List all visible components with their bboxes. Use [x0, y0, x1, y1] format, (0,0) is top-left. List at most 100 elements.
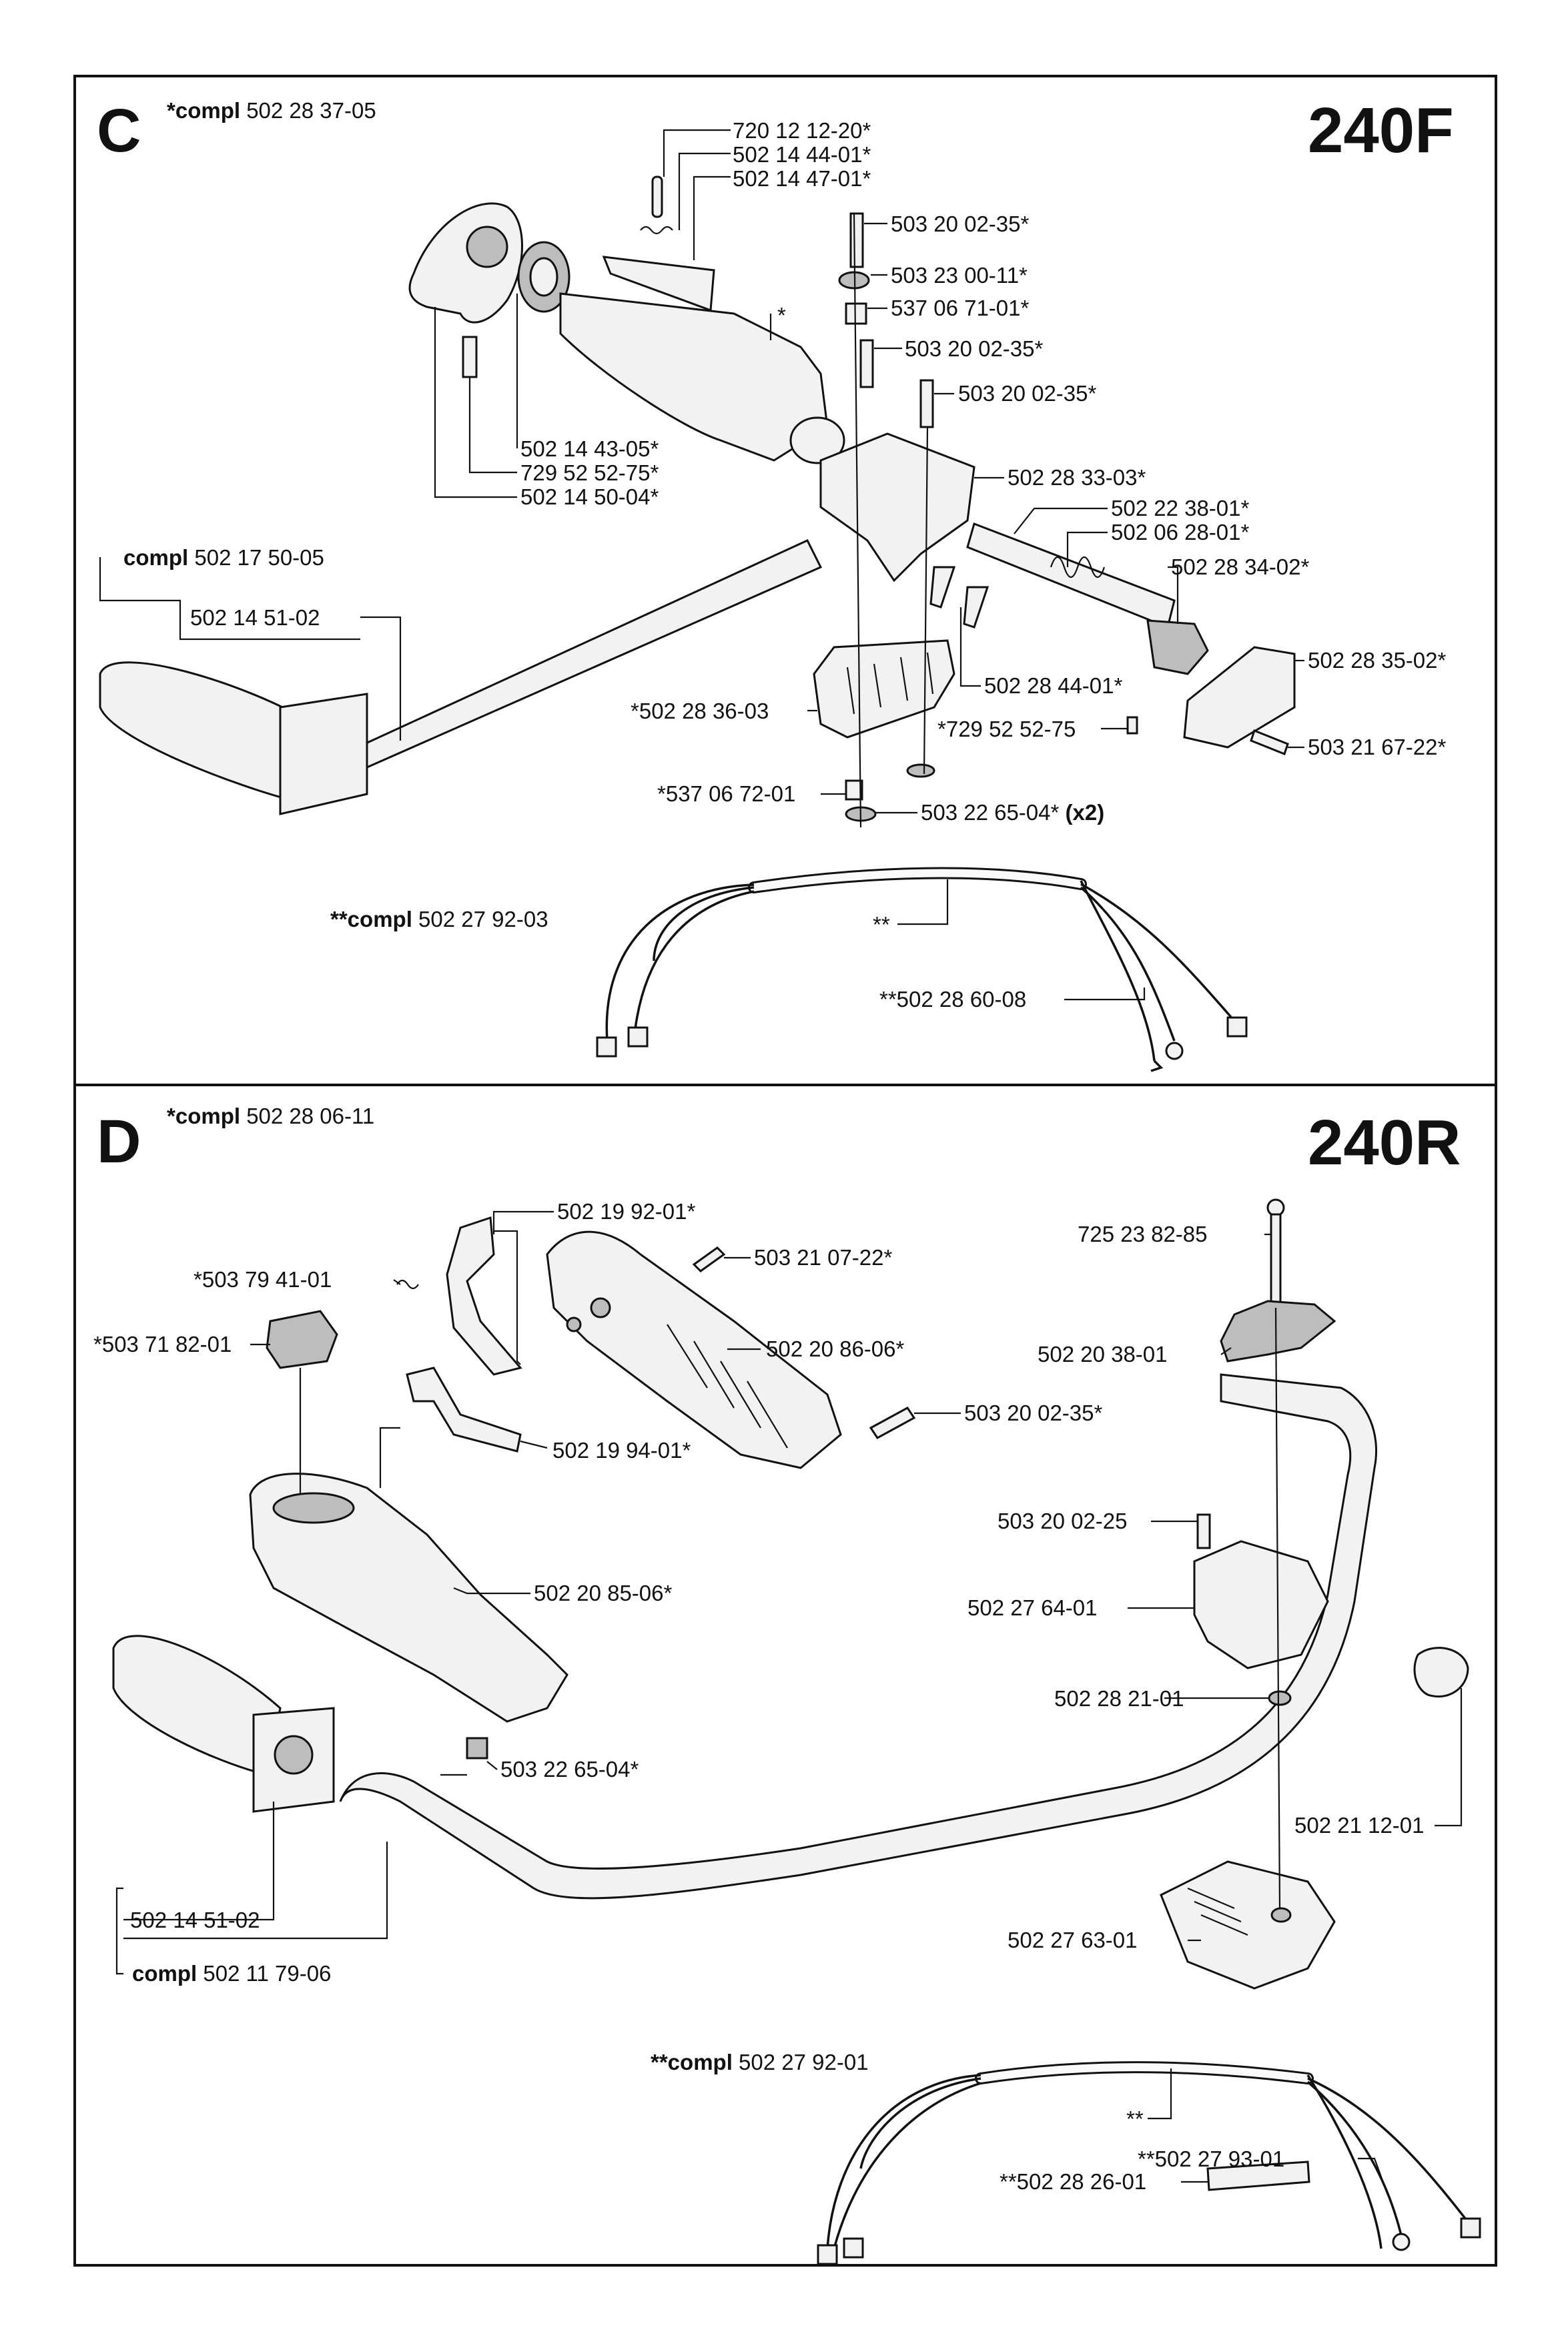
label-502-20-86-06: 502 20 86-06*	[766, 1336, 905, 1361]
label-729-52-52-75: 729 52 52-75*	[520, 460, 659, 485]
leader-c-p14	[1014, 507, 1108, 534]
switch-part	[266, 1310, 338, 1369]
label-502-28-21-01: 502 28 21-01	[1054, 1686, 1184, 1711]
leader-d-p01	[492, 1210, 554, 1228]
wire-c-4	[1080, 883, 1236, 1022]
pin-502-28-44-01-a	[929, 566, 956, 609]
knob-part	[1220, 1300, 1336, 1363]
clamp-part	[1146, 619, 1209, 675]
label-503-22-65-04-c: 503 22 65-04* (x2)	[921, 801, 1104, 825]
pin-502-28-44-01-b	[963, 586, 990, 629]
label-502-28-44-01: 502 28 44-01*	[984, 673, 1123, 698]
lockout-part	[406, 1367, 522, 1453]
grip-guard-hole	[274, 1735, 314, 1775]
label-503-22-65-04-d: 503 22 65-04*	[500, 1757, 639, 1782]
ring-terminal-c	[1165, 1042, 1184, 1060]
clamp-lower-part	[1160, 1860, 1336, 1990]
section-c-model: 240F	[1308, 95, 1454, 166]
screw-503-20-02-25	[1196, 1513, 1211, 1549]
connector-c-2	[627, 1026, 649, 1048]
loop-handlebar-part	[339, 1373, 1378, 1900]
shaft-spring	[1050, 556, 1106, 578]
pin-part	[651, 175, 663, 218]
washer-503-22-65-04-b	[906, 763, 935, 778]
section-c-cable-compl: **compl 502 27 92-03	[330, 907, 548, 931]
section-d-handle-compl: compl 502 11 79-06	[132, 1962, 331, 1986]
lower-block-ribs	[846, 652, 934, 715]
label-729-52-52-75-b: *729 52 52-75	[937, 717, 1076, 741]
wire-c-3	[605, 883, 755, 1042]
leader-d-p09	[440, 1761, 498, 1776]
leader-d-p15	[1435, 1688, 1463, 1827]
label-double-asterisk-c: **	[873, 912, 890, 937]
clamp-upper-part	[1193, 1540, 1329, 1669]
label-503-21-67-22: 503 21 67-22*	[1308, 735, 1447, 759]
leader-c-p17	[360, 616, 402, 741]
screw-503-21-07-22	[692, 1246, 726, 1272]
connector-d-2	[843, 2237, 864, 2259]
leader-d-compl	[115, 1887, 123, 1975]
leader-d-trigger-link	[492, 1228, 521, 1365]
bracket-part	[819, 432, 975, 583]
label-502-28-36-03: *502 28 36-03	[631, 699, 769, 723]
label-503-71-82-01: *503 71 82-01	[93, 1332, 232, 1356]
hook-terminal-c	[1150, 1060, 1164, 1072]
label-502-28-35-02: 502 28 35-02*	[1308, 648, 1447, 673]
handle-opening	[272, 1492, 355, 1524]
label-502-22-38-01: 502 22 38-01*	[1111, 496, 1250, 520]
spring-d-part	[396, 1279, 419, 1290]
section-d-letter: D	[97, 1108, 141, 1176]
sleeve-part	[1206, 2161, 1310, 2191]
handle-boss-2	[566, 1316, 582, 1332]
handle-tube-end	[789, 416, 845, 464]
label-502-28-34-02: 502 28 34-02*	[1171, 554, 1310, 579]
section-d-cable-compl-prefix: **compl	[651, 2050, 733, 2074]
leader-c-p03	[693, 175, 731, 260]
washer-502-28-21-01	[1268, 1690, 1292, 1706]
section-d-cable-compl-number: 502 27 92-01	[739, 2050, 869, 2074]
label-537-06-72-01: *537 06 72-01	[657, 781, 796, 806]
section-c-handle-compl-prefix: compl	[123, 545, 189, 570]
screw-503-20-02-35-b	[859, 339, 874, 388]
section-c-handle-compl: compl 502 17 50-05	[123, 546, 324, 570]
section-divider	[73, 1084, 1497, 1086]
wire-d-1	[859, 2077, 982, 2169]
connector-c-3	[1226, 1016, 1248, 1038]
connector-c-1	[596, 1036, 617, 1058]
leader-c-p02	[678, 152, 731, 230]
section-d-cable-compl: **compl 502 27 92-01	[651, 2050, 869, 2074]
label-503-22-65-04-c-number: 503 22 65-04*	[921, 800, 1060, 825]
label-503-23-00-11: 503 23 00-11*	[891, 263, 1028, 288]
handlebar-grip-d-part	[112, 1635, 282, 1776]
spring-part	[640, 226, 673, 235]
section-d-compl: *compl 502 28 06-11	[167, 1104, 374, 1128]
leader-c-p12	[434, 307, 517, 498]
section-d-compl-prefix: *compl	[167, 1104, 241, 1128]
wire-d-2	[833, 2082, 982, 2249]
label-502-14-51-02-d: 502 14 51-02	[130, 1908, 260, 1932]
label-503-20-02-35-b: 503 20 02-35*	[905, 336, 1044, 361]
leader-c-p19	[959, 607, 981, 687]
screw-503-20-02-35-d	[869, 1407, 916, 1439]
section-d-handle-compl-number: 502 11 79-06	[203, 1961, 332, 1986]
label-503-20-02-25: 503 20 02-25	[998, 1509, 1128, 1533]
wire-d-6	[1306, 2074, 1383, 2249]
wire-d-5	[1306, 2080, 1403, 2236]
grip-cap-hub	[466, 226, 508, 268]
label-720-12-12-20: 720 12 12-20*	[733, 118, 871, 143]
label-502-14-44-01: 502 14 44-01*	[733, 142, 871, 167]
leader-c-p11	[468, 377, 517, 474]
label-502-27-93-01: **502 27 93-01	[1138, 2147, 1285, 2171]
handlebar-grip-part	[99, 661, 308, 802]
leader-d-p11	[1220, 1347, 1232, 1355]
section-c-drawing	[99, 175, 1296, 1072]
lower-block-part	[813, 639, 955, 739]
wire-c-6	[1080, 880, 1156, 1062]
label-502-28-33-03: 502 28 33-03*	[1008, 465, 1146, 490]
label-503-20-02-35-d: 503 20 02-35*	[964, 1401, 1103, 1425]
handlebar-guard-part	[279, 693, 368, 815]
leader-d-p16	[123, 1802, 275, 1921]
ring-terminal-d	[1392, 2233, 1411, 2251]
clip-part	[1413, 1647, 1469, 1698]
label-502-14-50-04: 502 14 50-04*	[520, 484, 659, 509]
